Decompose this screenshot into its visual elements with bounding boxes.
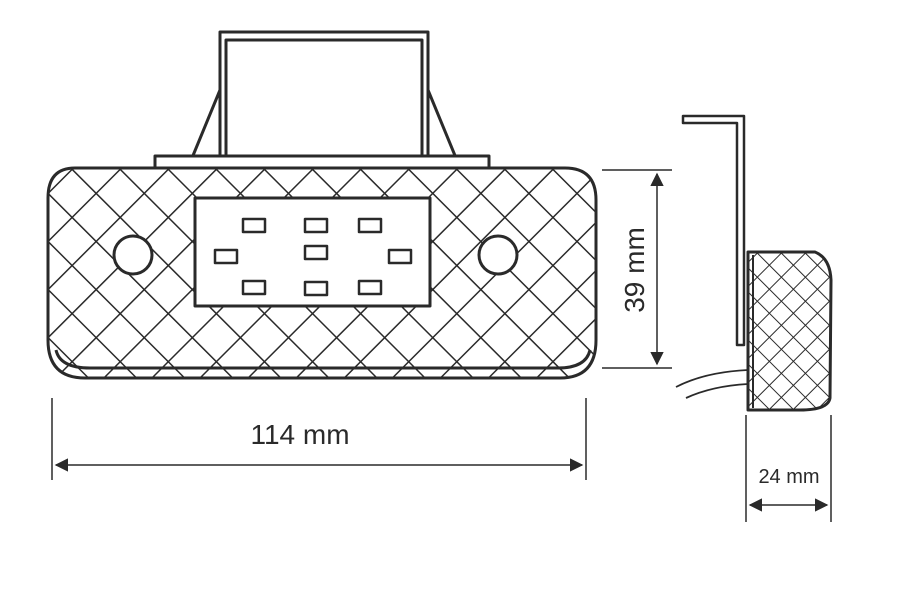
led bbox=[387, 248, 413, 265]
depth-dimension bbox=[745, 415, 832, 522]
front-view bbox=[46, 30, 598, 380]
depth-label: 24 mm bbox=[758, 466, 819, 488]
led bbox=[303, 280, 329, 297]
width-label: 114 mm bbox=[250, 419, 349, 450]
led bbox=[303, 217, 329, 234]
side-bracket bbox=[681, 114, 746, 347]
led bbox=[357, 217, 383, 234]
side-view bbox=[675, 114, 833, 412]
mounting-hole-left bbox=[112, 234, 154, 276]
led bbox=[213, 248, 239, 265]
side-body bbox=[746, 250, 833, 412]
cable bbox=[675, 369, 749, 388]
height-label: 39 mm bbox=[619, 227, 650, 313]
led-array bbox=[213, 217, 413, 297]
lamp-lower-lip bbox=[54, 349, 592, 370]
width-dimension bbox=[51, 398, 587, 480]
led bbox=[241, 279, 267, 296]
mounting-bracket bbox=[153, 30, 491, 170]
mounting-hole-right bbox=[477, 234, 519, 276]
led bbox=[357, 279, 383, 296]
led bbox=[303, 244, 329, 261]
cable bbox=[685, 383, 749, 399]
height-dimension bbox=[602, 169, 672, 369]
led bbox=[241, 217, 267, 234]
